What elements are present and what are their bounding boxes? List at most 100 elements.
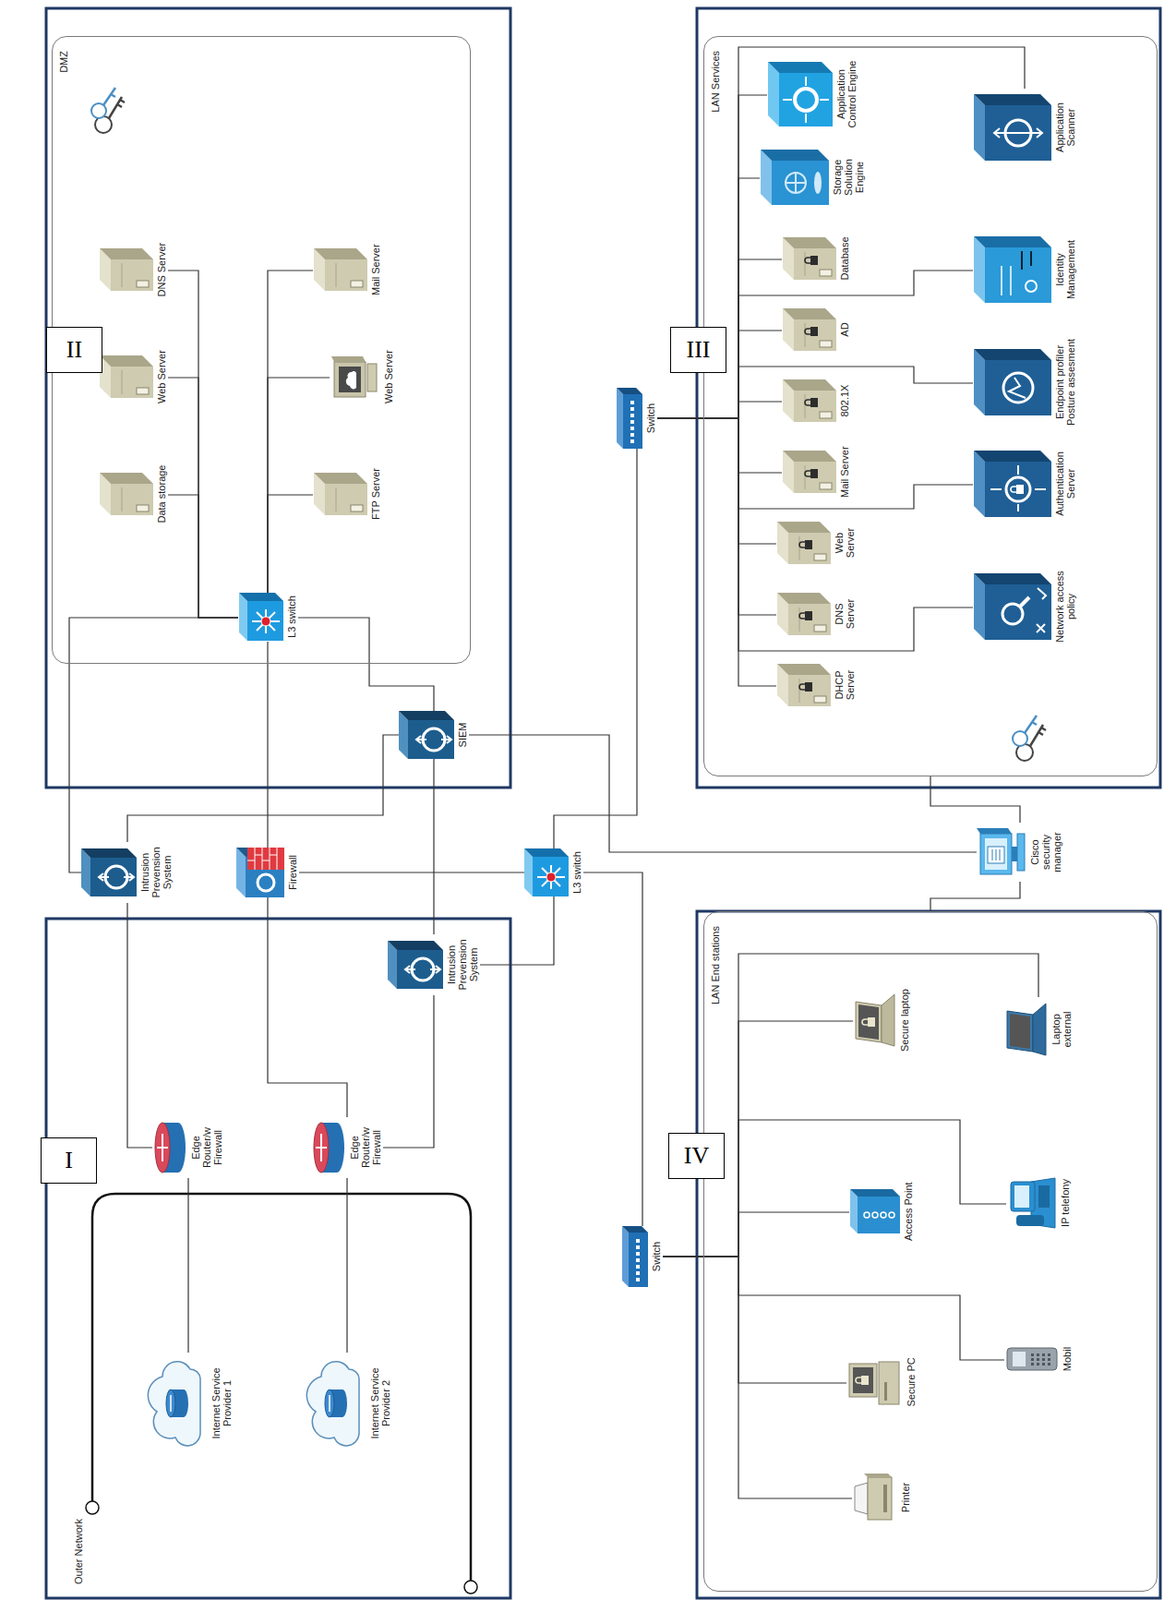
fw-icon	[247, 860, 255, 862]
control-appliance: Application Control Engine	[768, 58, 859, 131]
srv-icon	[313, 472, 368, 516]
node-label: DNS Server	[832, 587, 857, 641]
lsrv-icon	[804, 399, 811, 406]
slaptop-icon	[853, 992, 897, 1048]
srv-icon	[136, 387, 149, 395]
fw-icon	[262, 847, 264, 870]
slaptop-icon	[858, 1004, 879, 1040]
fw-icon	[269, 847, 271, 870]
cloud-icon	[306, 1361, 360, 1446]
csm-icon	[996, 849, 997, 861]
auth-icon	[1006, 477, 1031, 502]
srv-icon	[99, 472, 154, 516]
idm-icon	[973, 236, 1052, 303]
web2-icon	[346, 371, 357, 389]
lsrv-icon	[814, 553, 827, 561]
ap-icon	[850, 1188, 900, 1197]
lsrv-icon	[819, 411, 832, 419]
cloud-icon	[324, 1389, 335, 1417]
lsrv-icon	[777, 663, 831, 707]
phone-icon	[1007, 1176, 1057, 1230]
pc-icon	[884, 1381, 888, 1401]
l3-icon	[239, 592, 284, 601]
callout-number: II	[66, 336, 83, 363]
printer-icon	[854, 1482, 868, 1514]
node-label: Identity Management	[1053, 229, 1078, 310]
ips-icon	[416, 735, 452, 744]
region-frames	[1024, 715, 1037, 733]
idm-icon	[973, 236, 985, 303]
secure-server: Mail Server	[782, 444, 852, 499]
fw-icon	[247, 847, 285, 870]
lsrv-icon	[804, 611, 813, 621]
lsrv-icon	[810, 468, 818, 479]
ips-icon	[408, 720, 455, 759]
auth-icon	[990, 488, 1002, 491]
callout-box: II	[46, 326, 103, 373]
l3-icon	[541, 867, 561, 887]
endp-icon	[984, 360, 1052, 416]
lsrv-icon	[804, 394, 806, 419]
mobile-icon	[1012, 1351, 1026, 1367]
ips-icon	[387, 940, 444, 989]
node-label: Storage Solution Engine	[830, 146, 866, 208]
network-link	[662, 1020, 853, 1257]
network-link	[383, 995, 434, 1148]
region-frames	[46, 918, 511, 1598]
pc-icon	[847, 1357, 903, 1406]
lsrv-icon	[814, 696, 827, 703]
csm-icon	[980, 833, 1012, 875]
lsrv-icon	[782, 379, 837, 391]
sw-icon	[616, 387, 643, 449]
lsrv-icon	[814, 624, 827, 632]
mobile-icon	[1036, 1353, 1040, 1356]
mobile-icon	[1042, 1362, 1045, 1366]
network-link	[167, 377, 239, 618]
web2-icon	[367, 363, 377, 392]
srv-icon	[99, 248, 154, 291]
sw-icon	[630, 400, 635, 405]
csm-icon	[1017, 833, 1025, 871]
network-link	[432, 758, 434, 935]
srv-icon	[99, 355, 154, 367]
l3-icon	[524, 848, 569, 857]
router-icon	[313, 1122, 329, 1173]
ips-appliance: Intrusion Prevension System	[387, 934, 480, 996]
node-label: Cisco security manager	[1028, 822, 1064, 882]
lsrv-icon	[804, 323, 806, 348]
ace-icon	[768, 61, 780, 127]
secure-server: Database	[782, 235, 852, 281]
storage-appliance: Storage Solution Engine	[760, 146, 866, 208]
access-point: Access Point	[850, 1180, 915, 1242]
auth-icon	[1010, 486, 1017, 492]
srv-icon	[136, 504, 149, 512]
ap-icon	[857, 1196, 900, 1234]
mobile-icon	[1031, 1357, 1034, 1361]
lsrv-icon	[799, 541, 805, 548]
ace-icon	[804, 76, 807, 86]
fw-icon	[236, 847, 285, 898]
web2-icon	[331, 356, 366, 362]
mobile-icon	[1031, 1353, 1034, 1356]
switch: Switch	[616, 387, 658, 449]
node-label: AD	[838, 321, 852, 337]
isp-cloud: Internet Service Provider 1	[143, 1352, 234, 1454]
csm-icon	[987, 846, 1005, 864]
ips-icon	[430, 968, 440, 971]
network-link	[127, 734, 399, 842]
node-label: Mobil	[1060, 1345, 1074, 1372]
network-link	[127, 902, 153, 1148]
ace-icon	[768, 61, 833, 73]
nap-icon	[1037, 588, 1046, 600]
lsrv-icon	[799, 612, 805, 619]
ap-icon	[850, 1188, 858, 1234]
node-label: Secure laptop	[898, 987, 912, 1053]
callout-box: I	[40, 1137, 97, 1184]
ips-icon	[387, 940, 444, 950]
node-label: L3 switch	[285, 594, 299, 639]
phone-icon	[1016, 1214, 1044, 1226]
srv-icon	[110, 259, 154, 291]
ap-icon	[888, 1212, 895, 1218]
node-label: Application Scanner	[1053, 87, 1078, 168]
network-link	[480, 896, 554, 965]
